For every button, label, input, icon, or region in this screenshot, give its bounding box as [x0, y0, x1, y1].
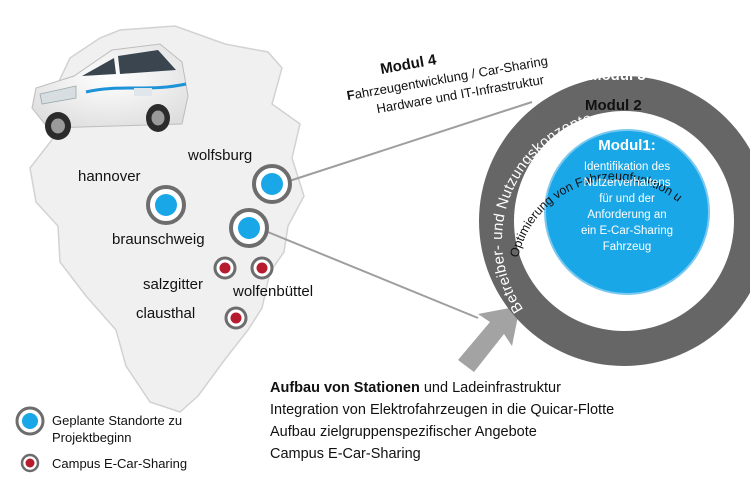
bullet-line-1-bold: Aufbau von Stationen	[270, 380, 420, 396]
marker-salzgitter	[213, 256, 237, 280]
legend-planned-marker	[15, 406, 45, 436]
bullet-line-1-rest: und Ladeinfrastruktur	[419, 380, 561, 396]
connector-line-wolfsburg	[279, 101, 533, 185]
city-label-wolfsburg: wolfsburg	[187, 147, 252, 164]
marker-clausthal	[224, 306, 248, 330]
modul3-title: Modul 3	[589, 67, 646, 84]
modul1-line-6: Fahrzeug	[603, 241, 652, 253]
city-label-wolfenbuettel: wolfenbüttel	[232, 283, 313, 300]
modul1-line-3: für und der	[599, 193, 655, 205]
modul1-line-4: Anforderung an	[587, 209, 666, 221]
car-icon	[31, 43, 189, 140]
modul1-title: Modul1:	[598, 137, 656, 154]
connector-line-braunschweig	[257, 227, 479, 319]
modul1-line-1: Identifikation des	[584, 161, 671, 173]
modul2-title: Modul 2	[585, 97, 642, 114]
marker-braunschweig	[229, 208, 269, 248]
legend-campus-marker	[20, 453, 40, 473]
modul4-label: Modul 4 Fahrzeugentwicklung / Car-Sharin…	[346, 51, 549, 116]
city-label-hannover: hannover	[78, 168, 141, 185]
modul1-line-2: Nutzerverhaltens	[584, 177, 671, 189]
city-label-clausthal: clausthal	[136, 305, 195, 322]
marker-hannover	[146, 185, 186, 225]
bullet-line-1: Aufbau von Stationen und Ladeinfrastrukt…	[270, 379, 561, 397]
legend-planned-label: Geplante Standorte zu	[52, 413, 182, 428]
city-label-salzgitter: salzgitter	[143, 276, 203, 293]
bullet-line-3: Aufbau zielgruppenspezifischer Angebote	[270, 424, 537, 440]
modul1-line-5: ein E-Car-Sharing	[581, 225, 673, 237]
legend-campus-label: Campus E-Car-Sharing	[52, 456, 187, 471]
bullet-line-2: Integration von Elektrofahrzeugen in die…	[270, 402, 615, 418]
big-arrow	[458, 306, 520, 372]
marker-wolfsburg	[252, 164, 292, 204]
marker-wolfenbuettel	[250, 256, 274, 280]
bullet-line-4: Campus E-Car-Sharing	[270, 446, 421, 462]
city-label-braunschweig: braunschweig	[112, 231, 205, 248]
modul1-core	[544, 129, 710, 295]
legend-planned-label-2: Projektbeginn	[52, 430, 132, 445]
